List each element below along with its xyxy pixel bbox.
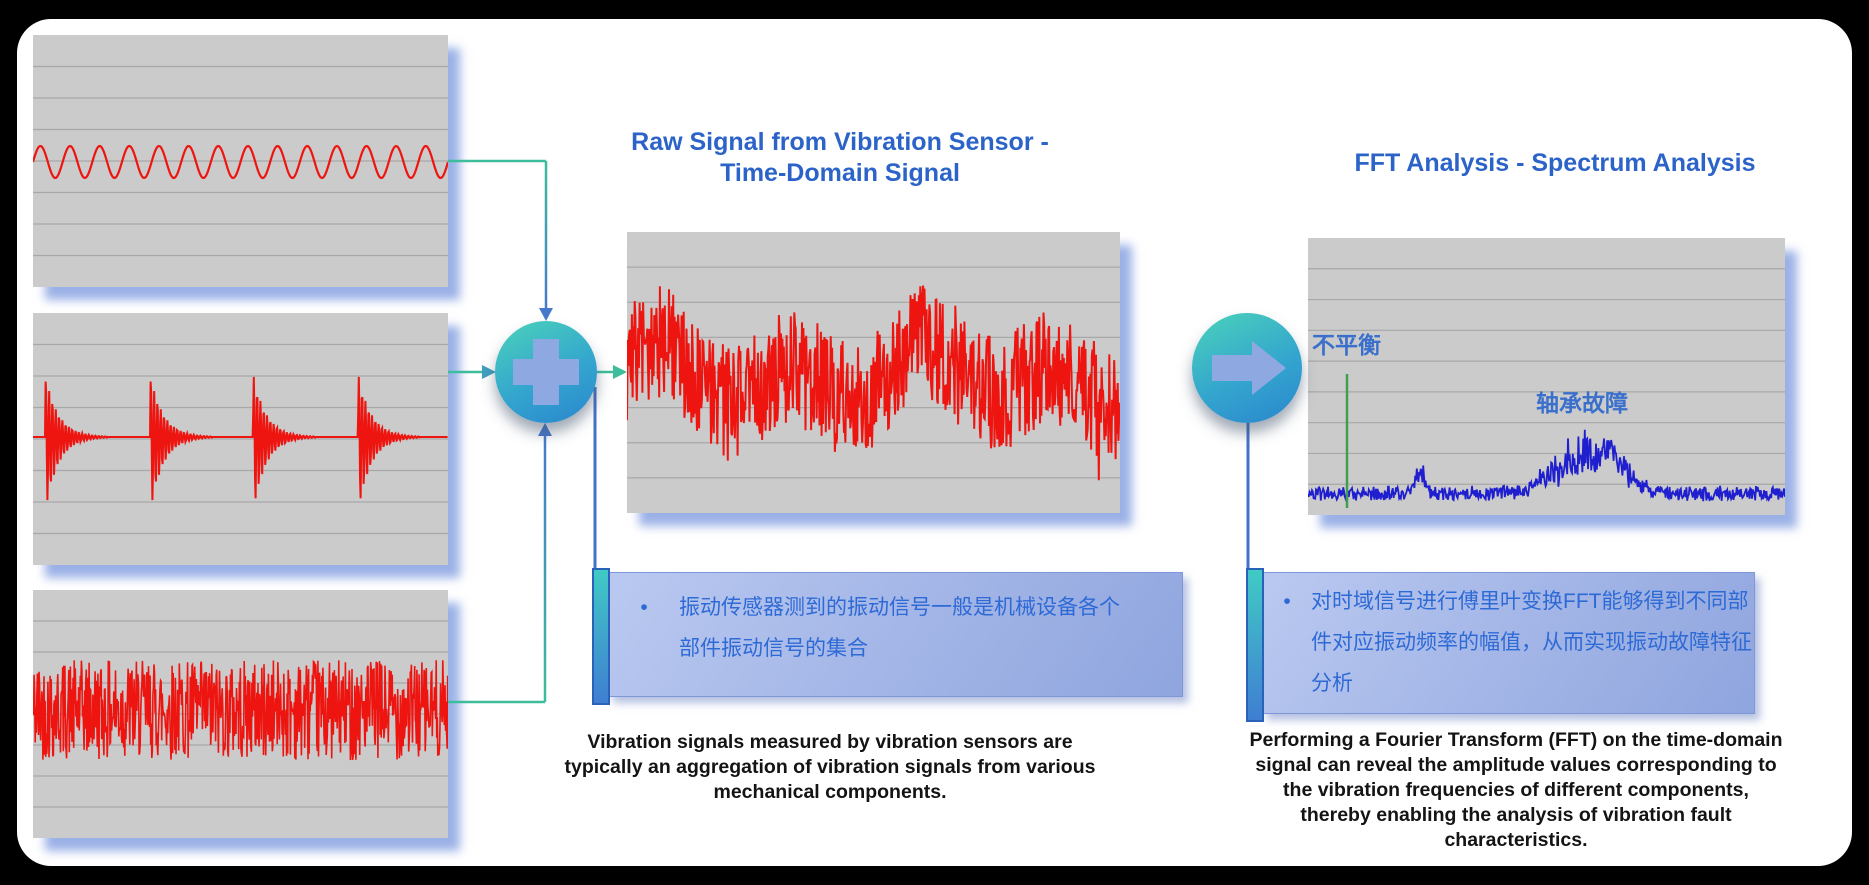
burst-wave: [33, 376, 448, 501]
note-accent-bar: [1246, 568, 1264, 722]
noise-signal-plot: [33, 590, 448, 838]
spectrum-line: [1308, 429, 1785, 503]
spectrum-canvas: [1308, 268, 1785, 508]
combined-wave: [627, 285, 1120, 481]
time-domain-note-text: 振动传感器测到的振动信号一般是机械设备各个部件振动信号的集合: [679, 596, 1120, 660]
fft-note-box: • 对时域信号进行傅里叶变换FFT能够得到不同部件对应振动频率的幅值，从而实现振…: [1262, 572, 1755, 714]
time-domain-caption: Vibration signals measured by vibration …: [564, 731, 1096, 803]
noise-wave: [33, 659, 448, 761]
time-domain-note-box: • 振动传感器测到的振动信号一般是机械设备各个部件振动信号的集合: [608, 572, 1183, 697]
imbalance-label: 不平衡: [1312, 332, 1381, 358]
fft-title: FFT Analysis - Spectrum Analysis: [1354, 149, 1756, 177]
sine-signal-plot: [33, 35, 448, 287]
fft-note-text: 对时域信号进行傅里叶变换FFT能够得到不同部件对应振动频率的幅值，从而实现振动故…: [1311, 590, 1752, 695]
arrow-right-icon: [1212, 341, 1286, 395]
impulse-bursts-plot: [33, 313, 448, 565]
transform-node: [1192, 313, 1302, 423]
noise-canvas: [33, 620, 448, 808]
sum-node: [495, 321, 597, 423]
combined-canvas: [627, 266, 1120, 481]
bullet: •: [1283, 590, 1291, 613]
sine-canvas: [33, 65, 448, 257]
time-domain-title: Raw Signal from Vibration Sensor - Time-…: [631, 128, 1049, 187]
bearing-fault-label: 轴承故障: [1536, 390, 1628, 416]
fft-spectrum-plot: 不平衡 轴承故障: [1308, 238, 1785, 515]
note-accent-bar: [592, 568, 610, 705]
plus-icon: [513, 339, 579, 405]
time-domain-signal-plot: [627, 232, 1120, 513]
sine-wave: [33, 144, 448, 180]
bursts-canvas: [33, 343, 448, 535]
bullet: •: [640, 596, 648, 619]
fft-caption: Performing a Fourier Transform (FFT) on …: [1249, 729, 1783, 851]
